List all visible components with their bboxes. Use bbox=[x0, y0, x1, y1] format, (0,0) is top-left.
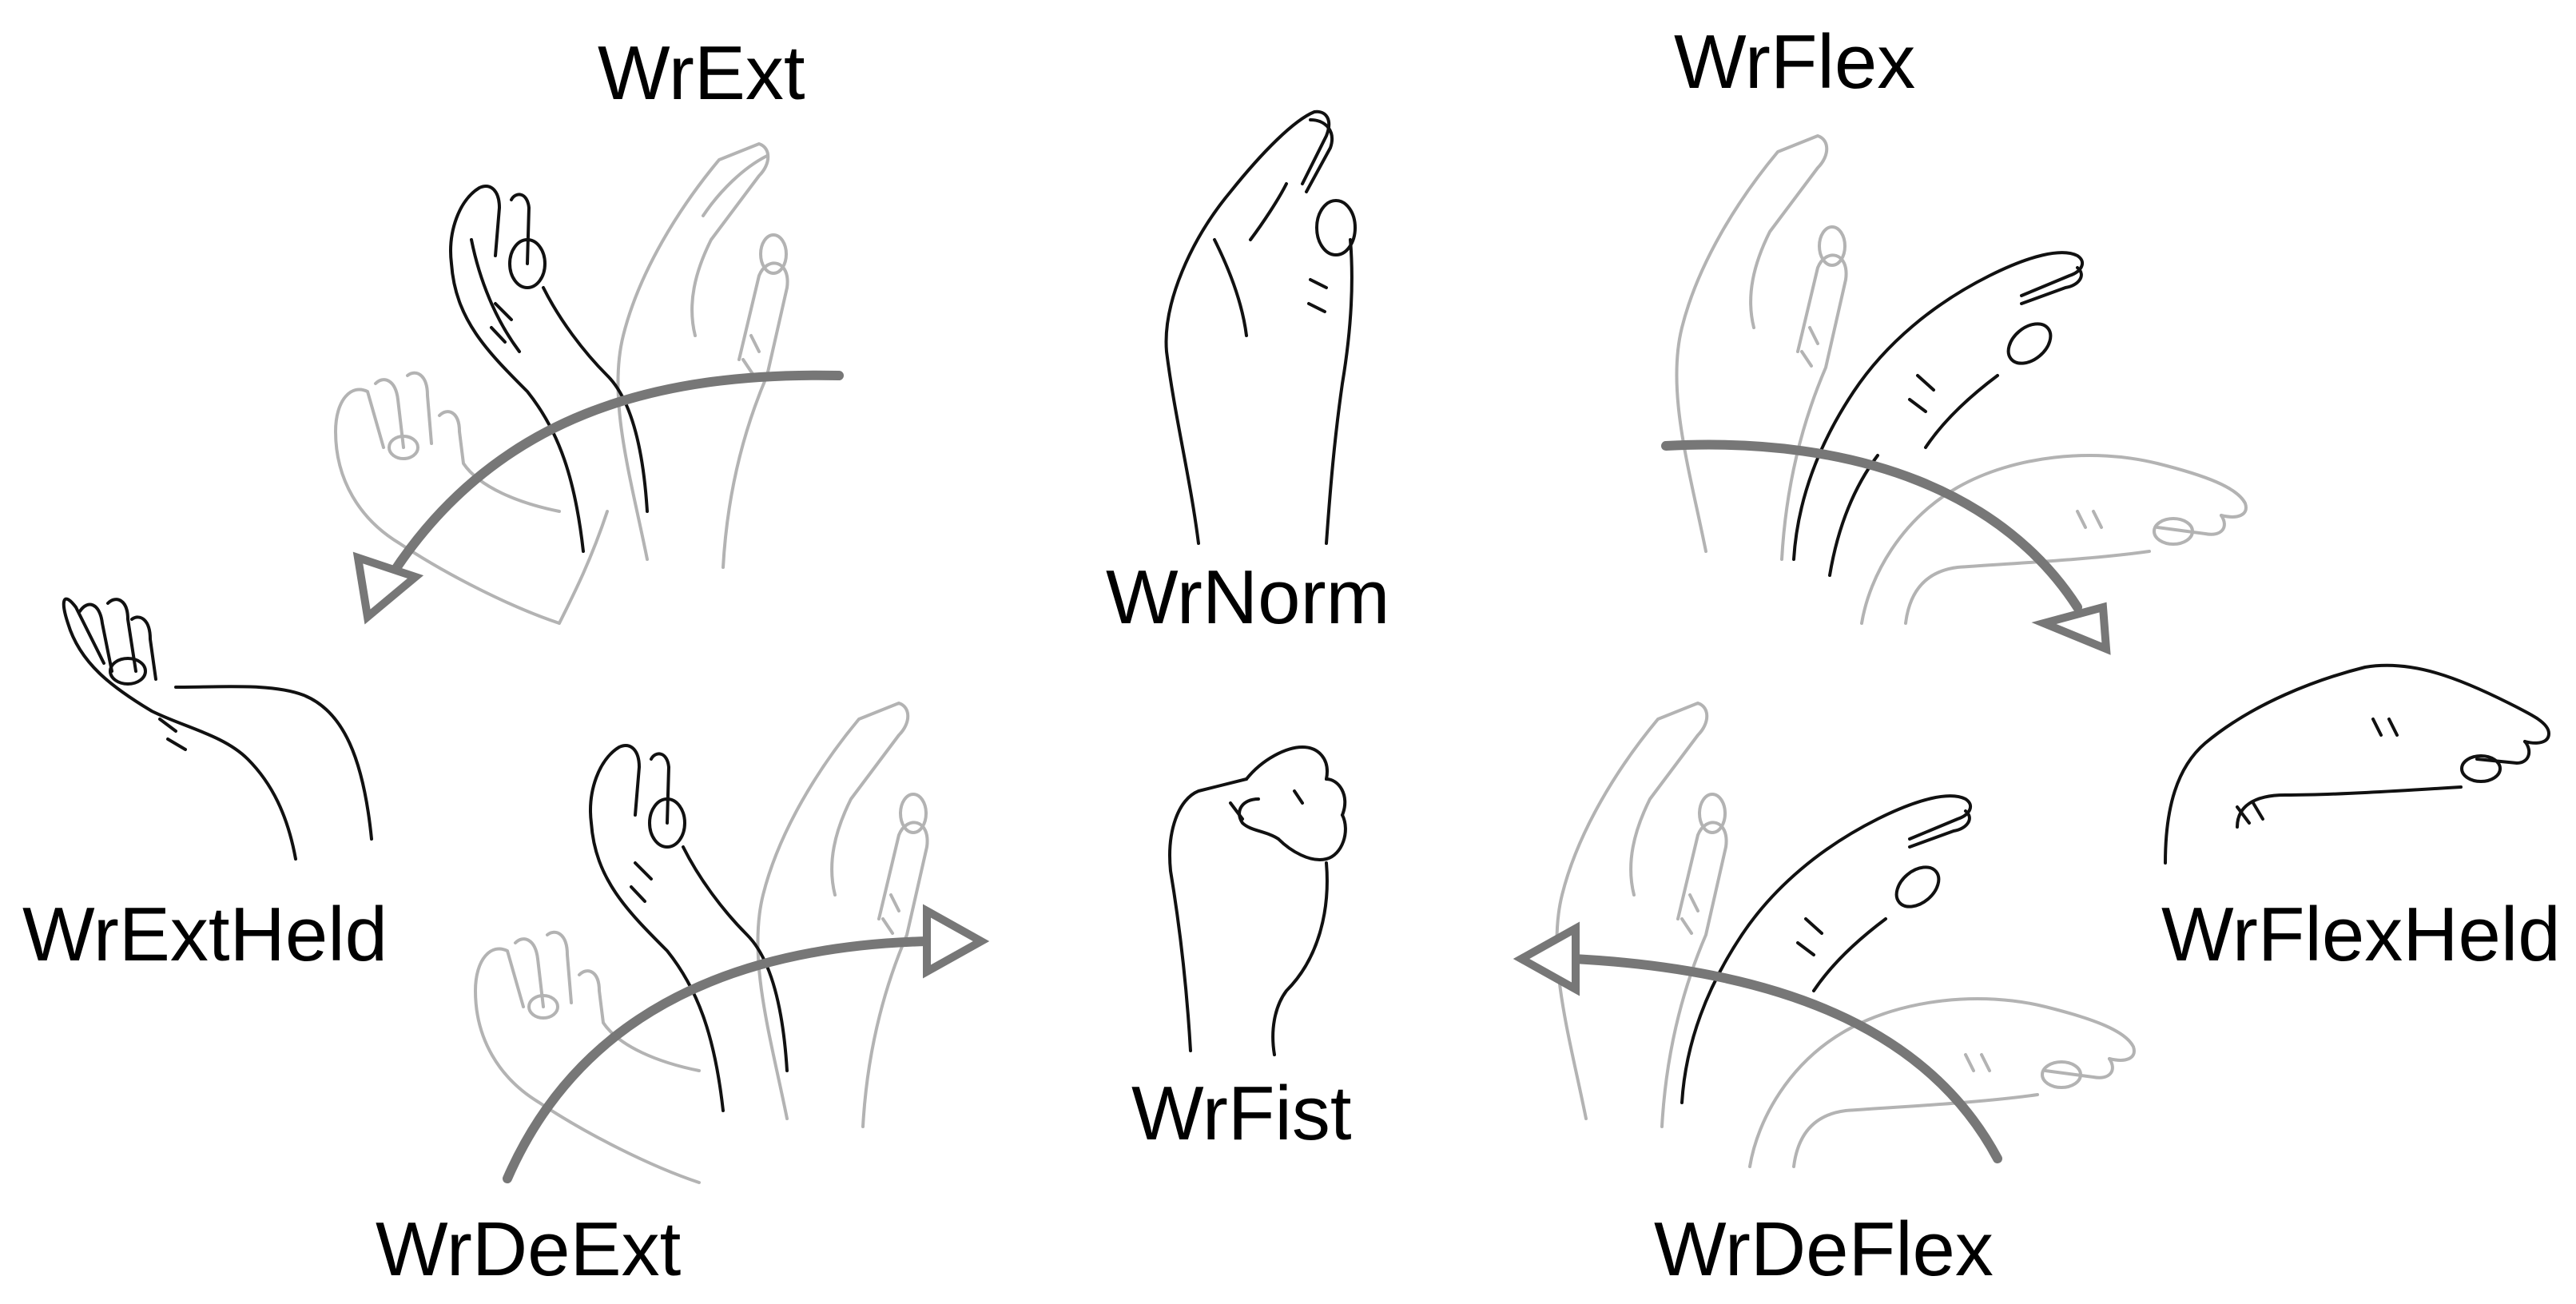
wr-flex-faded-flat-hand-icon bbox=[1860, 454, 2248, 625]
wr-flex-held-label: WrFlexHeld bbox=[2161, 892, 2561, 977]
wr-de-flex-faded-upright-hand-icon bbox=[1555, 702, 1728, 1128]
wr-de-ext-arrowhead-icon bbox=[923, 904, 990, 979]
wr-ext-held-hand-icon bbox=[62, 597, 373, 861]
wr-ext-faded-tilted-hand-icon bbox=[334, 371, 609, 625]
wr-de-flex-label: WrDeFlex bbox=[1654, 1207, 1994, 1292]
wr-ext-arrowhead-icon bbox=[352, 551, 424, 625]
wr-flex-arrow-icon bbox=[1661, 439, 2082, 612]
wr-de-ext-faded-upright-hand-icon bbox=[756, 702, 929, 1128]
wr-de-flex-hand-icon bbox=[1680, 794, 1973, 1104]
wr-norm-label: WrNorm bbox=[1106, 555, 1390, 640]
wr-fist-icon bbox=[1168, 745, 1347, 1056]
wr-ext-held-label: WrExtHeld bbox=[22, 892, 388, 977]
wr-flex-held-hand-icon bbox=[2164, 663, 2550, 865]
wr-de-ext-label: WrDeExt bbox=[376, 1207, 682, 1292]
wr-flex-arrowhead-icon bbox=[2031, 602, 2111, 655]
wr-ext-arrow-icon bbox=[387, 370, 844, 580]
wr-de-ext-arrow-icon bbox=[503, 936, 932, 1183]
wr-de-flex-faded-flat-hand-icon bbox=[1748, 997, 2136, 1168]
wr-fist-label: WrFist bbox=[1131, 1071, 1352, 1156]
wr-ext-faded-upright-hand-icon bbox=[616, 142, 789, 569]
wr-de-flex-arrow-icon bbox=[1569, 954, 2002, 1163]
wr-de-ext-faded-tilted-hand-icon bbox=[474, 930, 701, 1184]
wr-de-flex-arrowhead-icon bbox=[1513, 921, 1580, 996]
wr-ext-label: WrExt bbox=[598, 30, 805, 116]
wr-flex-hand-icon bbox=[1792, 251, 2085, 577]
wr-de-ext-hand-icon bbox=[589, 744, 789, 1112]
wr-norm-hand-icon bbox=[1164, 109, 1357, 545]
wr-ext-hand-icon bbox=[449, 185, 649, 553]
wr-flex-faded-upright-hand-icon bbox=[1675, 134, 1848, 561]
wr-flex-label: WrFlex bbox=[1674, 19, 1916, 105]
